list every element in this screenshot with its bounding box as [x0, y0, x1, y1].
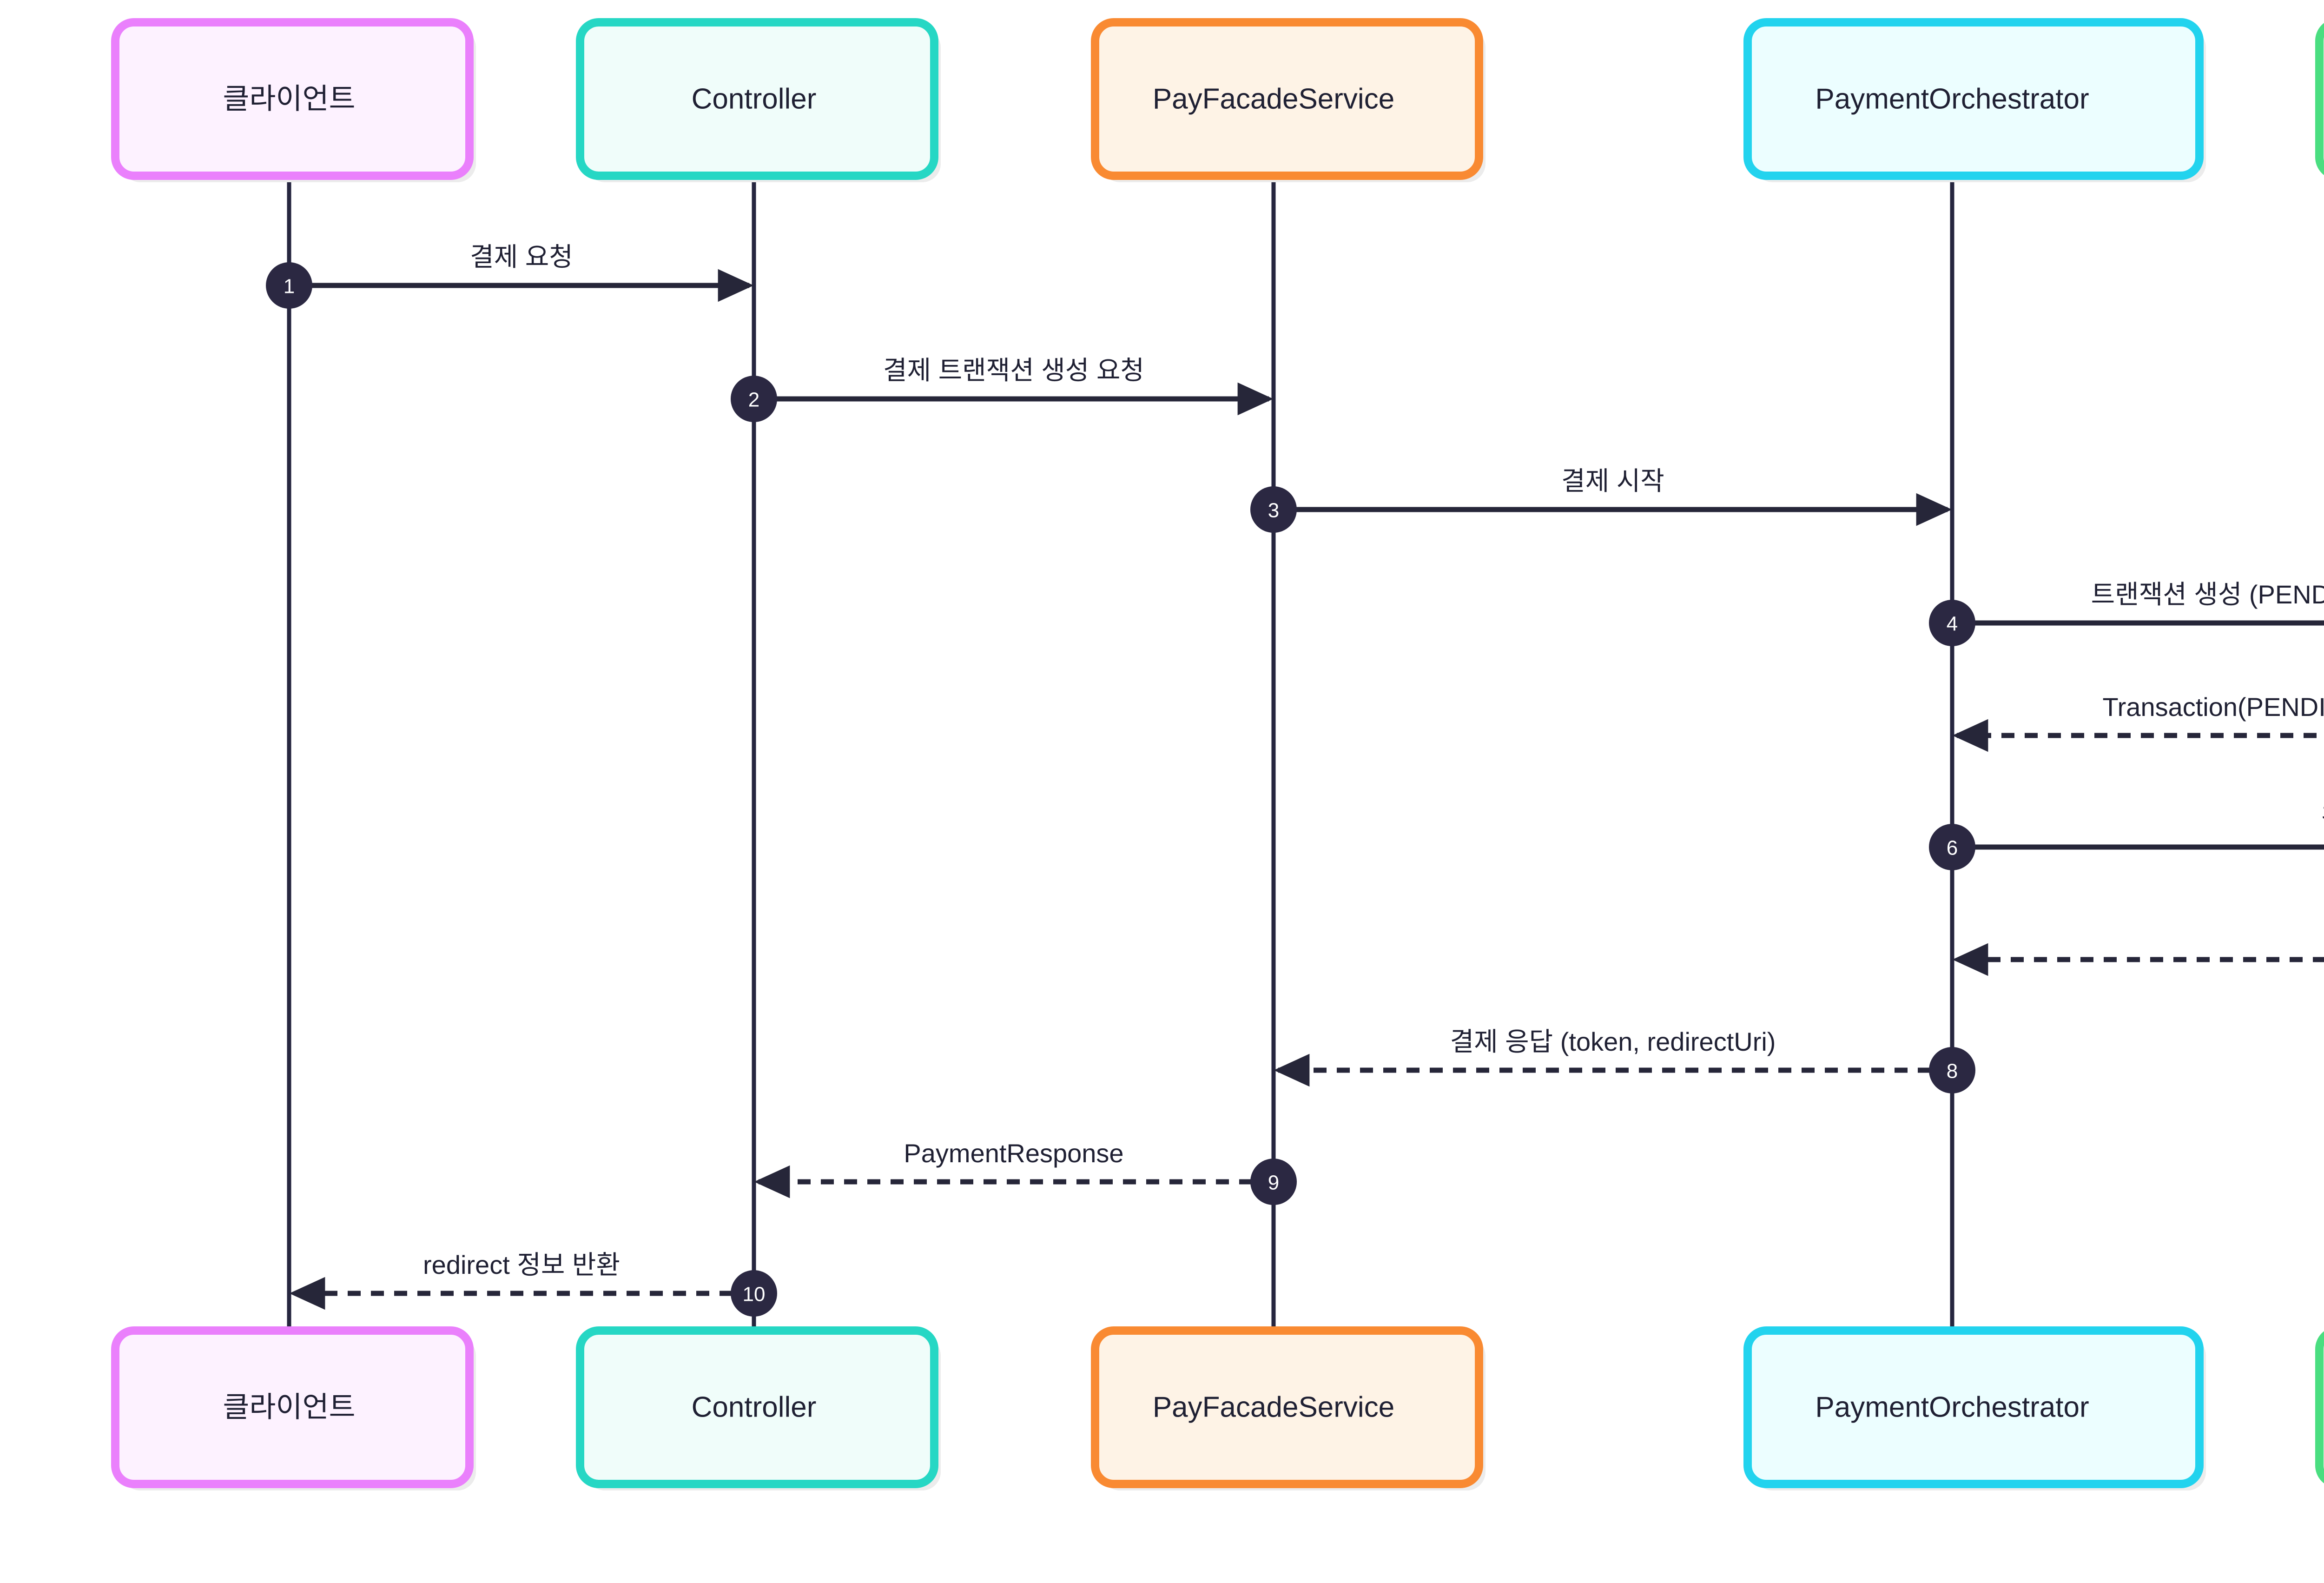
participant-box-controller-top[interactable]	[576, 18, 938, 180]
participant-label-client-bottom: 클라이언트	[223, 1391, 355, 1423]
message-8: 결제 응답 (token, redirectUri) 8	[1274, 1027, 1975, 1093]
message-label-5: Transaction(PENDING)	[2103, 692, 2324, 722]
message-label-10: redirect 정보 반환	[423, 1250, 620, 1279]
message-7: accessToken7	[1952, 943, 2324, 976]
message-2: 결제 트랜잭션 생성 요청 2	[731, 356, 1274, 422]
sequence-badge-9[interactable]	[1250, 1159, 1297, 1205]
message-label-8: 결제 응답 (token, redirectUri)	[1450, 1027, 1776, 1056]
participant-boxes-top: 클라이언트 Controller PayFacadeService PaymentOr…	[111, 18, 2324, 182]
sequence-badge-6[interactable]	[1929, 824, 1975, 870]
participant-box-client-top[interactable]	[111, 18, 474, 180]
sequence-number-2: 2	[748, 389, 759, 411]
message-label-3: 결제 시작	[1561, 466, 1664, 496]
participant-label-orchestrator-top: PaymentOrchestrator	[1815, 83, 2089, 115]
message-4: 트랜잭션 생성 (PENDING) 4	[1929, 580, 2324, 646]
message-10: redirect 정보 반환 10	[289, 1250, 777, 1317]
participant-box-payfacade-top[interactable]	[1091, 18, 1483, 180]
message-label-2: 결제 트랜잭션 생성 요청	[883, 356, 1144, 385]
participant-box-orchestrator-bottom[interactable]	[1743, 1326, 2204, 1488]
participant-box-transaction-bottom[interactable]	[2315, 1331, 2324, 1484]
participant-label-controller-top: Controller	[692, 83, 817, 115]
participant-label-payfacade-top: PayFacadeService	[1153, 83, 1394, 115]
sequence-number-9: 9	[1268, 1172, 1279, 1194]
sequence-badge-1[interactable]	[266, 262, 312, 309]
sequence-number-10: 10	[743, 1283, 766, 1306]
participant-box-client-bottom[interactable]	[111, 1326, 474, 1488]
lifeline-group	[287, 176, 1954, 1331]
sequence-number-4: 4	[1947, 613, 1958, 636]
message-label-1: 결제 요청	[470, 242, 573, 272]
participant-boxes-bottom: 클라이언트 Controller PayFacadeService PaymentOr…	[111, 1326, 2324, 1490]
message-label-6: 결제 토큰 발급 (transactionId)	[2321, 804, 2324, 833]
message-9: PaymentResponse 9	[754, 1139, 1297, 1205]
sequence-badge-10[interactable]	[731, 1270, 777, 1317]
participant-label-client-top: 클라이언트	[223, 83, 355, 115]
participant-box-transaction-top[interactable]	[2315, 22, 2324, 176]
message-group: 결제 요청 1 결제 트랜잭션 생성 요청 2 결제 시작 3 트랜잭션 생성 (PENDI…	[266, 242, 2324, 1317]
sequence-badge-3[interactable]	[1250, 486, 1297, 533]
participant-label-controller-bottom: Controller	[692, 1391, 817, 1423]
sequence-number-8: 8	[1947, 1060, 1958, 1083]
message-5: Transaction(PENDING)5	[1952, 692, 2324, 752]
sequence-number-6: 6	[1947, 837, 1958, 860]
sequence-badge-8[interactable]	[1929, 1047, 1975, 1093]
sequence-number-1: 1	[284, 275, 295, 298]
message-label-4: 트랜잭션 생성 (PENDING)	[2091, 580, 2324, 609]
participant-box-controller-bottom[interactable]	[576, 1326, 938, 1488]
message-6: 결제 토큰 발급 (transactionId) 6	[1929, 804, 2324, 870]
participant-box-payfacade-bottom[interactable]	[1091, 1326, 1483, 1488]
message-1: 결제 요청 1	[266, 242, 754, 309]
sequence-badge-4[interactable]	[1929, 600, 1975, 646]
participant-box-orchestrator-top[interactable]	[1743, 18, 2204, 180]
participant-label-orchestrator-bottom: PaymentOrchestrator	[1815, 1391, 2089, 1423]
message-label-9: PaymentResponse	[904, 1139, 1123, 1168]
participant-label-payfacade-bottom: PayFacadeService	[1153, 1391, 1394, 1423]
sequence-badge-2[interactable]	[731, 376, 777, 422]
sequence-number-3: 3	[1268, 499, 1279, 522]
message-3: 결제 시작 3	[1250, 466, 1952, 533]
